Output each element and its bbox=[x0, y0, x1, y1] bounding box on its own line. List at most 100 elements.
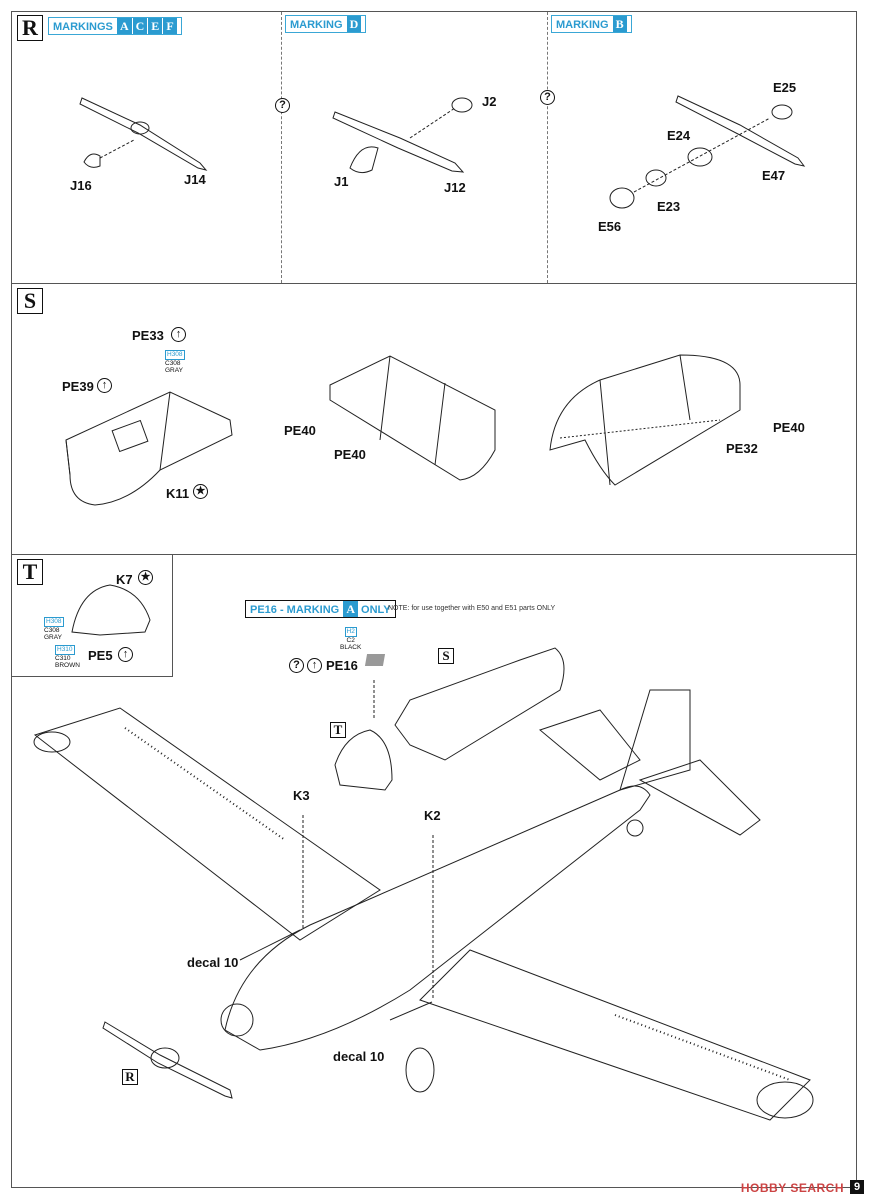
bend-icon-pe39: ↑ bbox=[97, 378, 112, 393]
part-label-e47: E47 bbox=[762, 168, 786, 183]
paint-t2-name: BROWN bbox=[55, 662, 80, 669]
spinner-j1 bbox=[349, 146, 379, 174]
section-t-letter: T bbox=[17, 559, 43, 585]
part-label-k2: K2 bbox=[424, 808, 441, 823]
page-number: 9 bbox=[850, 1180, 864, 1194]
pe16-header-text: PE16 - MARKING bbox=[250, 604, 340, 616]
paint-pe16-c: C2 bbox=[346, 636, 355, 644]
ref-letter-r: R bbox=[122, 1069, 138, 1085]
paint-t2-c: C310 bbox=[55, 654, 71, 662]
prop-hub-main bbox=[150, 1047, 180, 1069]
part-label-j14: J14 bbox=[184, 172, 206, 187]
ref-letter-s: S bbox=[438, 648, 454, 664]
marking-letter-a: A bbox=[116, 18, 132, 34]
decal-label-2: decal 10 bbox=[333, 1049, 385, 1064]
part-label-pe39: PE39 bbox=[62, 379, 94, 394]
marking-b-text: MARKING bbox=[556, 19, 609, 31]
part-label-e24: E24 bbox=[667, 128, 691, 143]
part-label-pe40-c: PE40 bbox=[773, 420, 805, 435]
markings-text: MARKINGS bbox=[53, 21, 113, 33]
h-stab-right bbox=[638, 759, 761, 836]
ring-e23 bbox=[645, 169, 667, 187]
left-wingtip bbox=[33, 731, 71, 753]
canopy-main bbox=[394, 647, 565, 761]
paint-t1-name: GRAY bbox=[44, 634, 62, 641]
paint-t2-h: H310 bbox=[55, 645, 75, 655]
divider-dash-1 bbox=[281, 12, 282, 283]
paint-spec-s: H308 C308 GRAY bbox=[165, 350, 185, 375]
propeller-hub bbox=[130, 121, 150, 135]
spinner-j16 bbox=[83, 153, 101, 168]
part-label-j1: J1 bbox=[334, 174, 349, 189]
marking-letter-b: B bbox=[612, 16, 627, 32]
paint-name: GRAY bbox=[165, 367, 183, 374]
marking-letter-c: C bbox=[132, 18, 148, 34]
h-stab-left bbox=[538, 709, 641, 781]
section-r-letter: R bbox=[17, 15, 43, 41]
tail-wheel bbox=[626, 819, 644, 837]
star-icon-k7: ★ bbox=[138, 570, 153, 585]
star-icon-k11: ★ bbox=[193, 484, 208, 499]
part-label-k3: K3 bbox=[293, 788, 310, 803]
paint-t1-h: H308 bbox=[44, 617, 64, 627]
part-label-pe40-a: PE40 bbox=[284, 423, 316, 438]
pe16-header-suffix: ONLY bbox=[361, 604, 391, 616]
marking-b-label: MARKING B bbox=[551, 15, 632, 33]
paint-h-code: H308 bbox=[165, 350, 185, 360]
ref-letter-t: T bbox=[330, 722, 346, 738]
main-wheel bbox=[405, 1047, 435, 1093]
part-label-e25: E25 bbox=[773, 80, 797, 95]
bend-icon-pe33: ↑ bbox=[171, 327, 186, 342]
marking-letter-f: F bbox=[163, 18, 177, 34]
divider-s-t bbox=[11, 554, 857, 555]
part-label-pe16: PE16 bbox=[326, 658, 358, 673]
part-label-pe5: PE5 bbox=[88, 648, 113, 663]
paint-spec-t1: H308 C308 GRAY bbox=[44, 617, 64, 642]
part-j2 bbox=[451, 97, 473, 113]
right-wing bbox=[419, 949, 811, 1121]
marking-letter-e: E bbox=[148, 18, 163, 34]
bend-icon-pe16: ↑ bbox=[307, 658, 322, 673]
part-label-j16: J16 bbox=[70, 178, 92, 193]
pe16-note: NOTE: for use together with E50 and E51 … bbox=[388, 605, 556, 612]
pe16-marking-letter: A bbox=[343, 601, 358, 617]
left-wing bbox=[33, 707, 381, 941]
propeller-j14 bbox=[79, 97, 208, 171]
nose-spinner bbox=[220, 1003, 254, 1037]
part-label-pe32: PE32 bbox=[726, 441, 758, 456]
canopy-frame-1 bbox=[65, 391, 233, 506]
part-label-k7: K7 bbox=[116, 572, 133, 587]
part-label-e23: E23 bbox=[657, 199, 681, 214]
part-label-j12: J12 bbox=[444, 180, 466, 195]
hood-t-main bbox=[334, 729, 393, 791]
section-s-letter: S bbox=[17, 288, 43, 314]
paint-t1-c: C308 bbox=[44, 626, 60, 634]
hood-t bbox=[71, 584, 151, 636]
bend-icon-pe5: ↑ bbox=[118, 647, 133, 662]
watermark: HOBBY SEARCH bbox=[740, 1181, 844, 1195]
right-wingtip bbox=[756, 1081, 814, 1119]
marking-d-text: MARKING bbox=[290, 19, 343, 31]
marking-letter-d: D bbox=[346, 16, 362, 32]
part-label-pe40-b: PE40 bbox=[334, 447, 366, 462]
part-e25 bbox=[771, 104, 793, 120]
gear-e56 bbox=[609, 187, 635, 209]
divider-r-s bbox=[11, 283, 857, 284]
paint-pe16-name: BLACK bbox=[340, 644, 362, 651]
propeller-e47 bbox=[675, 95, 806, 167]
canopy-frame-2 bbox=[329, 355, 496, 481]
paint-spec-t2: H310 C310 BROWN bbox=[55, 645, 80, 670]
part-label-e56: E56 bbox=[598, 219, 622, 234]
decal-label-1: decal 10 bbox=[187, 955, 239, 970]
propeller-j12 bbox=[332, 111, 465, 173]
propeller-main bbox=[102, 1021, 233, 1099]
pe16-marking-header: PE16 - MARKING A ONLY bbox=[245, 600, 396, 618]
paint-c-code: C308 bbox=[165, 359, 181, 367]
part-label-k11: K11 bbox=[166, 486, 190, 501]
canopy-3 bbox=[549, 354, 741, 486]
part-label-j2: J2 bbox=[482, 94, 497, 109]
pe16-part-shape bbox=[364, 654, 386, 666]
hub-e24 bbox=[687, 147, 713, 167]
